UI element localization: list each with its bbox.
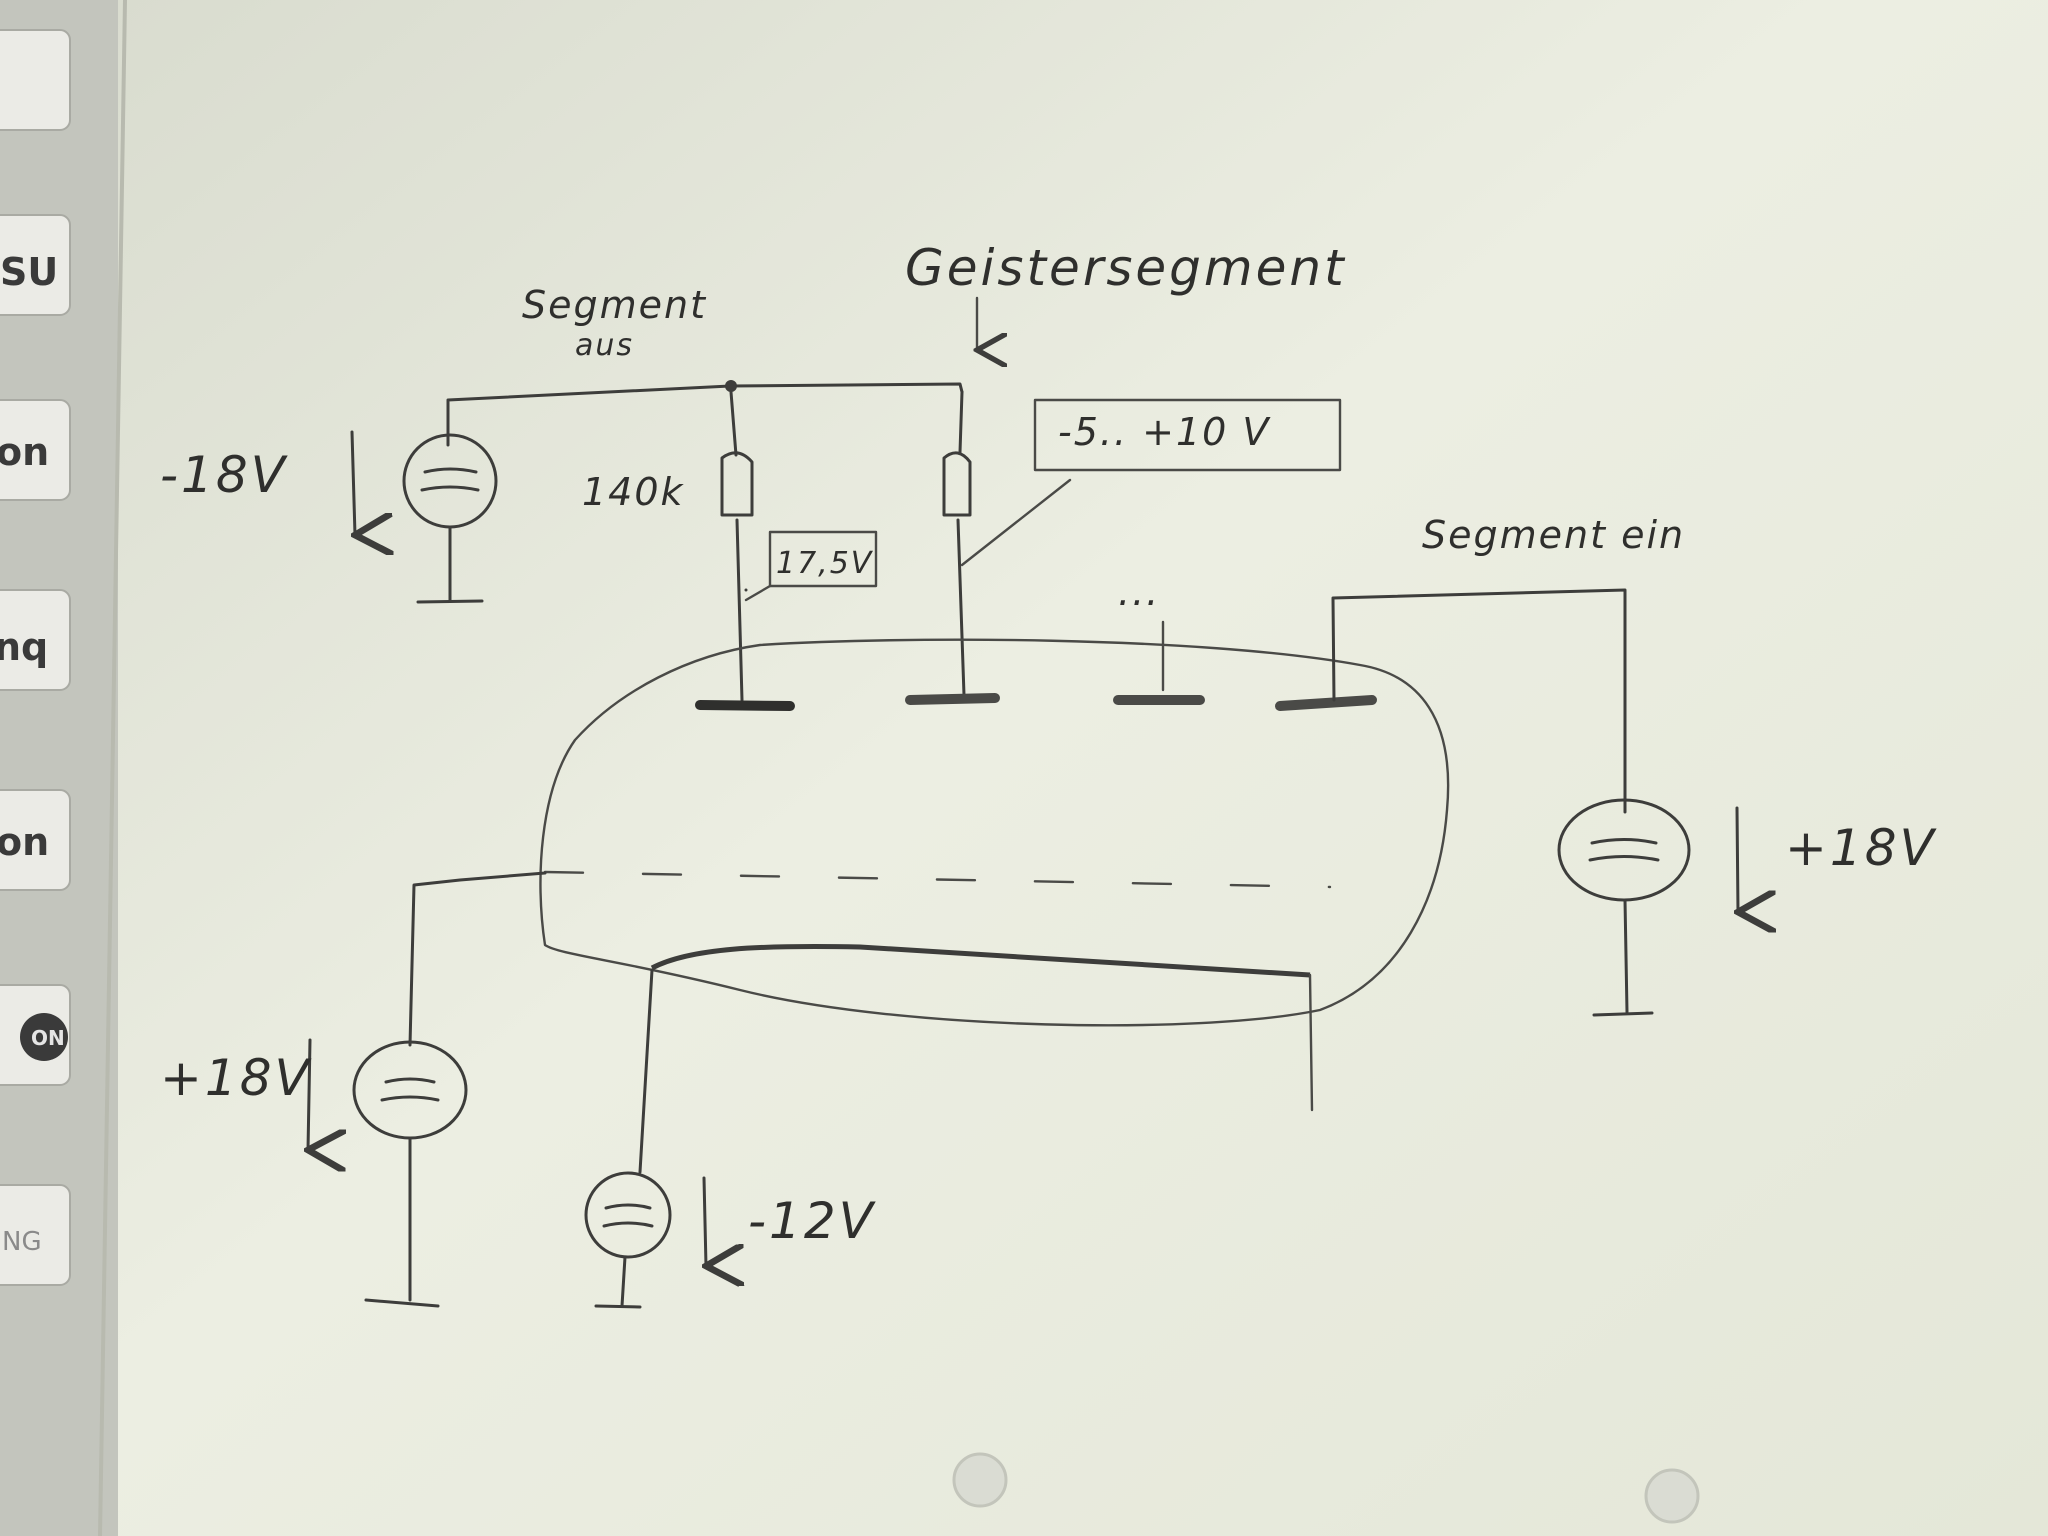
anode-segment-on xyxy=(1275,695,1377,711)
supply-minus18v: -18V xyxy=(160,430,498,604)
binder-tab xyxy=(0,589,71,691)
binder-tab xyxy=(0,1184,71,1286)
dots-label: ... xyxy=(1118,570,1160,614)
binder-tab-label: nq xyxy=(0,625,48,669)
anode-segment-ghost xyxy=(905,693,1000,705)
segment-on-label: Segment ein xyxy=(1422,513,1685,557)
anode-segment-off xyxy=(695,700,795,711)
supply-minus12v: -12V xyxy=(584,968,877,1309)
segment-off-label-2: aus xyxy=(575,328,634,363)
voltage-range-box: -5.. +10 V xyxy=(960,398,1342,567)
measured-voltage-box: 17,5V xyxy=(744,530,878,602)
binder-tab-label: on xyxy=(0,820,49,864)
grid-dashed xyxy=(543,870,1332,889)
segment-off-label: Segment xyxy=(522,283,707,327)
binder-tabs: SU on nq on ON NG xyxy=(0,29,71,1286)
measured-voltage-label: 17,5V xyxy=(776,546,874,581)
binder-tab xyxy=(0,214,71,316)
top-bus xyxy=(446,380,964,447)
resistor-ghost xyxy=(744,390,972,697)
supply-plus18v-right: +18V Segment ein xyxy=(1331,513,1938,1017)
supply-plus18v-grid: +18V xyxy=(160,871,547,1308)
supply-plus18v-right-label: +18V xyxy=(1785,819,1938,877)
binder-tab-label: NG xyxy=(2,1227,42,1257)
punch-hole xyxy=(1644,1468,1700,1524)
resistor-140k: 140k xyxy=(582,390,754,702)
binder-tab xyxy=(0,399,71,501)
junction-node xyxy=(725,380,737,392)
voltage-range-label: -5.. +10 V xyxy=(1058,410,1271,454)
ghost-segment-label: Geistersegment xyxy=(905,239,1347,297)
binder-tab-label: ON xyxy=(31,1026,65,1050)
supply-minus18v-label: -18V xyxy=(160,446,289,504)
binder-tab xyxy=(0,789,71,891)
cathode-filament xyxy=(650,943,1311,978)
on-logo-icon xyxy=(20,1013,68,1061)
paper-sheet xyxy=(118,0,2048,1536)
resistor-label: 140k xyxy=(582,470,685,514)
supply-plus18v-grid-label: +18V xyxy=(160,1049,313,1107)
binder-tab xyxy=(0,29,71,131)
binder-tab-label: on xyxy=(0,430,49,474)
supply-minus12v-label: -12V xyxy=(748,1192,877,1250)
binder-tab-label: SU xyxy=(0,250,58,294)
sheet-edge xyxy=(98,0,127,1536)
punch-hole xyxy=(952,1452,1008,1508)
vfd-tube xyxy=(539,638,1450,1112)
